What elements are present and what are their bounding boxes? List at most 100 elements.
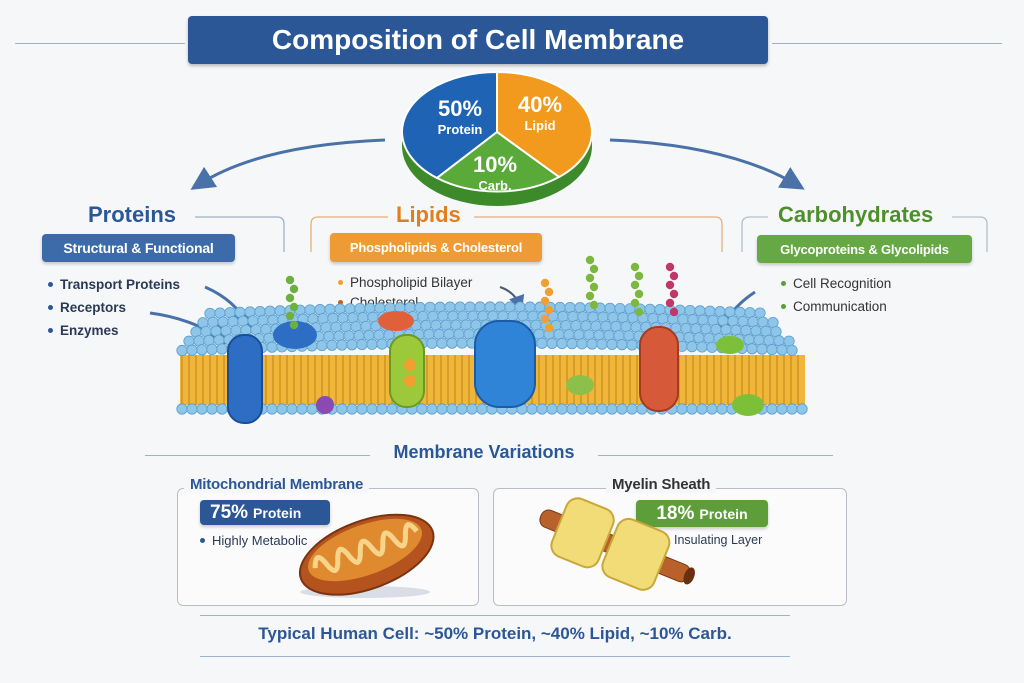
- pie-percent: 50%: [437, 96, 483, 121]
- phospholipid-head: [596, 403, 608, 415]
- phospholipid-head: [796, 403, 808, 415]
- phospholipid-head: [566, 403, 578, 415]
- phospholipid-head: [386, 403, 398, 415]
- composition-pie: [400, 70, 594, 206]
- phospholipid-head: [196, 403, 208, 415]
- pie-label-protein: 50% Protein: [425, 96, 495, 137]
- pie-label: Protein: [437, 122, 483, 137]
- pie-slice-lipid: [496, 70, 594, 179]
- phospholipid-head: [696, 341, 708, 353]
- carbohydrates-heading: Carbohydrates: [778, 202, 934, 227]
- phospholipid-head: [426, 403, 438, 415]
- phospholipid-head: [586, 338, 598, 350]
- variations-rule-right: [598, 455, 833, 456]
- phospholipid-head: [346, 339, 358, 351]
- summary-rule-bottom: [200, 656, 790, 657]
- list-item: Cell Recognition: [781, 272, 891, 295]
- sugar-unit: [589, 264, 599, 274]
- phospholipid-head: [296, 403, 308, 415]
- phospholipid-head: [626, 403, 638, 415]
- pie-edge: [402, 132, 592, 206]
- phospholipid-head: [686, 403, 698, 415]
- sugar-unit: [665, 280, 675, 290]
- phospholipid-head: [766, 403, 778, 415]
- phospholipid-head: [456, 403, 468, 415]
- phospholipid-head: [336, 403, 348, 415]
- phospholipid-head: [676, 403, 688, 415]
- phospholipid-head: [366, 338, 378, 350]
- title-rule-left: [15, 43, 185, 44]
- phospholipid-head: [786, 403, 798, 415]
- title-rule-right: [772, 43, 1002, 44]
- phospholipid-head: [746, 343, 758, 355]
- phospholipid-head: [186, 344, 198, 356]
- phospholipid-head: [286, 403, 298, 415]
- page-title: Composition of Cell Membrane: [188, 16, 768, 64]
- phospholipid-head: [356, 403, 368, 415]
- list-item-label: Phospholipid Bilayer: [350, 274, 473, 290]
- phospholipid-head: [326, 339, 338, 351]
- phospholipid-head: [606, 338, 618, 350]
- phospholipid-head: [776, 403, 788, 415]
- phospholipid-head: [706, 341, 718, 353]
- list-item-label: Enzymes: [60, 323, 119, 338]
- sugar-unit: [289, 284, 299, 294]
- arrow-left-icon: [190, 138, 386, 190]
- sugar-unit: [669, 271, 679, 281]
- phospholipid-head: [436, 403, 448, 415]
- sugar-unit: [630, 262, 640, 272]
- variations-rule-left: [145, 455, 370, 456]
- phospholipid-head: [576, 403, 588, 415]
- phospholipid-head: [616, 403, 628, 415]
- phospholipid-head: [186, 403, 198, 415]
- phospholipid-head: [586, 403, 598, 415]
- phospholipid-head: [556, 403, 568, 415]
- phospholipid-head: [526, 403, 538, 415]
- badge-value: 75%: [210, 501, 249, 523]
- phospholipid-head: [766, 343, 778, 356]
- phospholipid-head: [446, 403, 458, 415]
- sugar-unit: [630, 298, 640, 308]
- mitochondrial-title: Mitochondrial Membrane: [184, 476, 370, 493]
- pie-label-lipid: 40% Lipid: [505, 92, 575, 133]
- phospholipid-head: [316, 339, 328, 352]
- phospholipid-head: [206, 343, 218, 355]
- phospholipid-head: [346, 403, 358, 415]
- phospholipid-head: [566, 338, 578, 350]
- phospholipid-head: [176, 403, 188, 415]
- phospholipid-head: [696, 403, 708, 415]
- pie-slice-protein: [400, 70, 498, 180]
- phospholipid-head: [546, 403, 558, 415]
- phospholipid-head: [606, 403, 618, 415]
- sugar-unit: [585, 273, 595, 283]
- channel-protein-blue: [474, 320, 536, 408]
- phospholipid-head: [706, 403, 718, 415]
- phospholipid-head: [266, 341, 278, 353]
- membrane-illustration: [176, 255, 808, 424]
- summary-rule-top: [200, 615, 790, 616]
- phospholipid-head: [336, 339, 348, 351]
- phospholipid-head: [276, 403, 288, 415]
- list-item-label: Highly Metabolic: [212, 533, 308, 548]
- list-item: Phospholipid Bilayer: [338, 272, 472, 292]
- carbohydrates-list: Cell Recognition Communication: [781, 272, 891, 318]
- phospholipid-head: [716, 403, 728, 415]
- phospholipid-head: [476, 403, 488, 415]
- pie-slice-carb: [435, 130, 561, 193]
- sugar-unit: [540, 278, 550, 288]
- mitochondrion-icon: [298, 513, 435, 598]
- phospholipid-head: [176, 344, 188, 357]
- phospholipid-head: [626, 339, 638, 351]
- phospholipid-head: [596, 338, 608, 350]
- sugar-unit: [285, 275, 295, 285]
- list-item: Receptors: [48, 296, 180, 319]
- phospholipid-head: [786, 344, 798, 356]
- phospholipid-head: [266, 403, 278, 415]
- proteins-list: Transport Proteins Receptors Enzymes: [48, 273, 180, 342]
- sugar-unit: [544, 287, 554, 297]
- phospholipid-head: [416, 403, 428, 415]
- list-item-label: Cell Recognition: [793, 276, 892, 291]
- list-item: Enzymes: [48, 319, 180, 342]
- pie-label: Lipid: [524, 118, 556, 133]
- sugar-unit: [585, 291, 595, 301]
